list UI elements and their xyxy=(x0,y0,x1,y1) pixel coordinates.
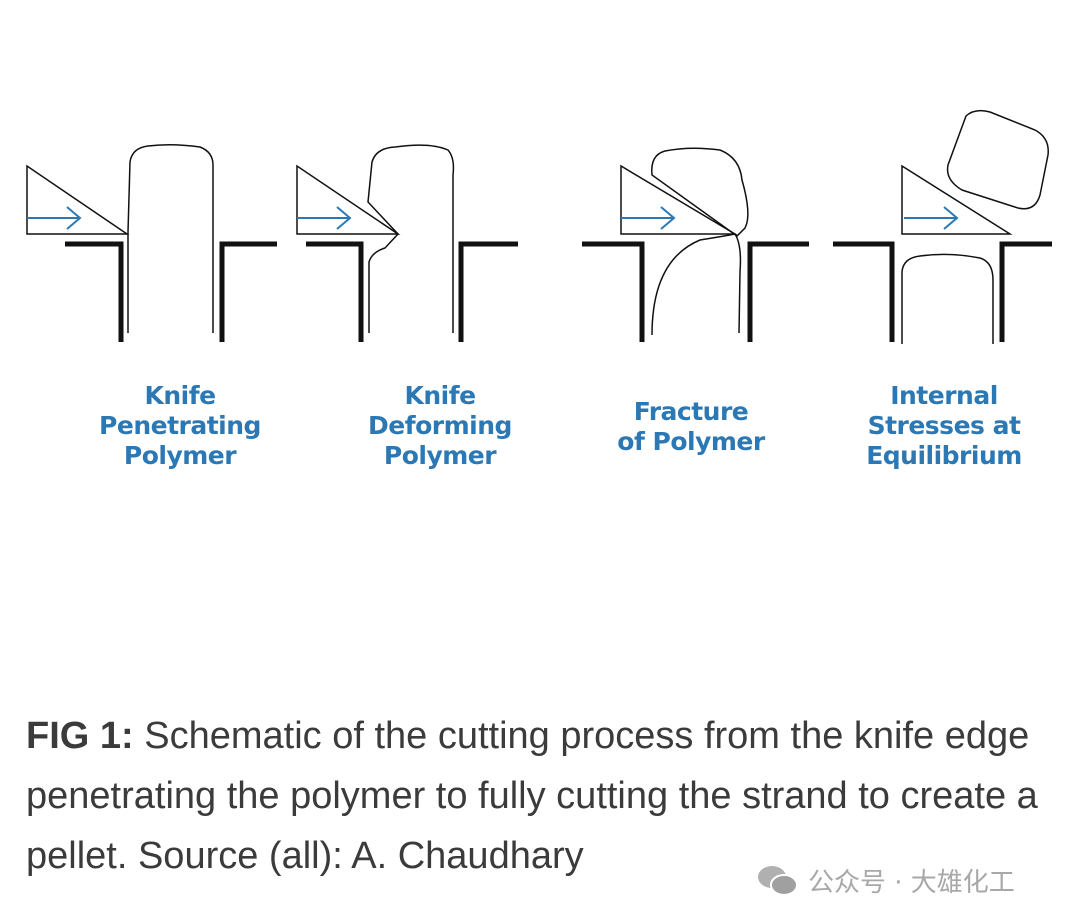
label-line: Polymer xyxy=(383,441,497,470)
die-left xyxy=(65,241,124,342)
label-line: Stresses at xyxy=(867,411,1021,440)
die-left xyxy=(833,241,895,342)
panel-knife-deforming xyxy=(296,144,518,342)
panel-equilibrium xyxy=(833,109,1052,344)
pellet xyxy=(946,109,1049,210)
arrow-icon xyxy=(620,206,675,230)
panel-label-4: Internal Stresses at Equilibrium xyxy=(814,381,1074,471)
watermark: 公众号 · 大雄化工 xyxy=(756,862,1015,899)
knife xyxy=(901,164,1013,235)
polymer-strand xyxy=(901,253,994,344)
label-line: Internal xyxy=(890,381,998,410)
label-line: Knife xyxy=(144,381,216,410)
label-line: Fracture xyxy=(633,397,749,426)
polymer-strand xyxy=(127,143,214,333)
label-line: of Polymer xyxy=(617,427,765,456)
arrow-icon xyxy=(903,206,958,230)
die-right xyxy=(458,241,518,342)
label-line: Equilibrium xyxy=(866,441,1022,470)
label-line: Polymer xyxy=(123,441,237,470)
die-left xyxy=(306,241,364,342)
knife xyxy=(620,164,738,235)
pellet xyxy=(651,147,749,237)
die-right xyxy=(999,241,1052,342)
die-right xyxy=(219,241,277,342)
arrow-icon xyxy=(26,206,81,230)
caption-prefix: FIG 1: xyxy=(26,715,134,757)
panel-label-1: Knife Penetrating Polymer xyxy=(50,381,310,471)
die-right xyxy=(747,241,809,342)
polymer-strand xyxy=(367,144,455,333)
panel-fracture xyxy=(582,147,809,342)
caption-text: Schematic of the cutting process from th… xyxy=(26,715,1038,877)
watermark-text: 公众号 · 大雄化工 xyxy=(808,868,1015,898)
knife xyxy=(296,164,401,235)
panel-label-2: Knife Deforming Polymer xyxy=(310,381,570,471)
label-line: Knife xyxy=(404,381,476,410)
wechat-icon xyxy=(758,865,798,896)
die-left xyxy=(582,241,645,342)
label-line: Penetrating xyxy=(99,411,261,440)
panel-label-3: Fracture of Polymer xyxy=(561,397,821,457)
panel-knife-penetrating xyxy=(26,143,277,342)
knife xyxy=(26,164,130,235)
label-line: Deforming xyxy=(368,411,512,440)
figure-caption: FIG 1: Schematic of the cutting process … xyxy=(26,706,1066,886)
arrow-icon xyxy=(296,206,351,230)
polymer-strand xyxy=(651,233,742,336)
cutting-process-diagram xyxy=(26,109,1052,344)
